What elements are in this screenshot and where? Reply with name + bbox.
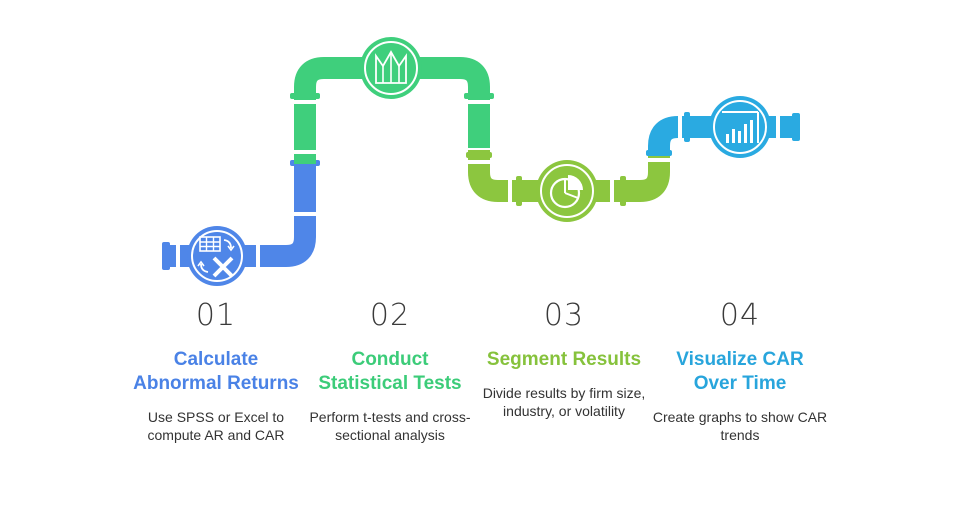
pie-chart-icon — [536, 160, 598, 222]
step-description: Use SPSS or Excel to compute AR and CAR — [147, 409, 285, 443]
spreadsheet-convert-icon — [187, 226, 247, 286]
step-number: 01 — [195, 298, 237, 333]
pipe-segment-sky — [646, 112, 800, 162]
step-4: 04 Visualize CAR Over Time Create graphs… — [645, 298, 835, 444]
step-description: Create graphs to show CAR trends — [652, 409, 828, 443]
step-title: Visualize CAR Over Time — [676, 349, 804, 394]
step-3: 03 Segment Results Divide results by fir… — [469, 298, 659, 420]
step-title: Segment Results — [486, 349, 642, 370]
step-1: 01 Calculate Abnormal Returns Use SPSS o… — [121, 298, 311, 444]
step-title: Conduct Statistical Tests — [318, 349, 462, 394]
bar-chart-icon — [709, 96, 771, 158]
step-2: 02 Conduct Statistical Tests Perform t-t… — [295, 298, 485, 444]
step-title: Calculate Abnormal Returns — [133, 349, 299, 394]
step-number: 04 — [719, 298, 761, 333]
crown-chart-icon — [360, 37, 422, 99]
step-number: 03 — [543, 298, 585, 333]
step-description: Divide results by firm size, industry, o… — [482, 385, 646, 419]
step-description: Perform t-tests and cross-sectional anal… — [309, 409, 471, 443]
step-number: 02 — [369, 298, 411, 333]
